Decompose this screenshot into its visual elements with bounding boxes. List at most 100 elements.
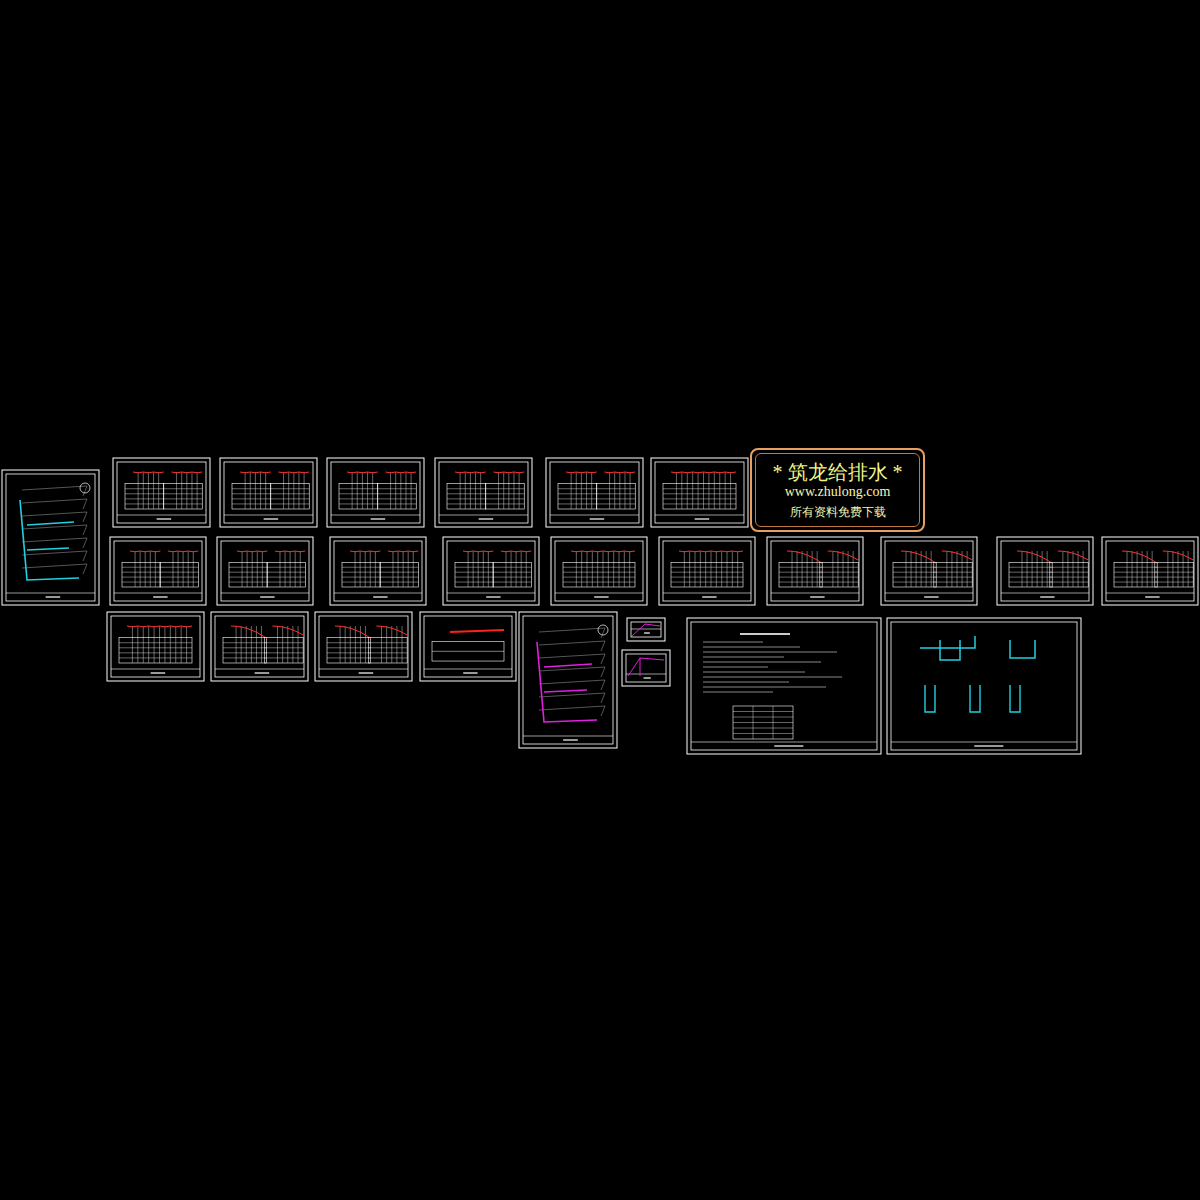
profile-table: [339, 484, 378, 509]
sheet-line: [597, 551, 598, 587]
ground-line: [275, 551, 305, 553]
sheet-line: [885, 593, 973, 594]
sheet-line: [837, 551, 838, 587]
sheet-line: [186, 626, 187, 663]
sheet-line: [270, 503, 309, 504]
ground-line: [231, 626, 267, 638]
sheet-line: [1155, 567, 1193, 568]
sheet-line: [1114, 567, 1157, 568]
pipe-route: [537, 642, 597, 722]
sheet-line: [596, 493, 635, 494]
sheet-line: [1022, 551, 1023, 587]
sheet-line: [802, 551, 803, 587]
sheet-line: [405, 472, 406, 509]
sheet-border: [551, 537, 647, 605]
profile-table: [934, 562, 972, 587]
sheet-line: [265, 472, 266, 509]
ground-line: [501, 551, 531, 553]
sheet-line: [695, 551, 696, 587]
sheet-border: [767, 537, 863, 605]
sheet-line: [1009, 582, 1052, 583]
title-mark: [373, 596, 387, 598]
sheet-border: [435, 458, 532, 527]
profile-table: [893, 562, 936, 587]
profile-table: [493, 562, 531, 587]
sheet-line: [370, 551, 371, 587]
sheet-line: [365, 551, 366, 587]
profile-table: [558, 484, 597, 509]
sheet-line: [125, 493, 164, 494]
sheet-line: [1183, 551, 1184, 587]
sheet-border: [1102, 537, 1198, 605]
sheet-inner-border: [663, 541, 751, 601]
sheet-line: [1050, 572, 1088, 573]
sheet-line: [304, 472, 305, 509]
sheet-line: [172, 551, 173, 587]
title-mark: [153, 596, 167, 598]
sheet-line: [245, 472, 246, 509]
building-outline: [539, 706, 605, 716]
sheet-line: [727, 551, 728, 587]
profile-table: [122, 562, 160, 587]
building-outline: [539, 693, 605, 703]
sheet-line: [893, 577, 936, 578]
notes-heading: [740, 633, 790, 635]
sheet-inner-border: [6, 474, 95, 601]
sheet-line: [260, 472, 261, 509]
sheet-line: [327, 657, 371, 658]
sheet-line: [287, 626, 288, 663]
sheet-line: [390, 472, 391, 509]
sheet-line: [247, 551, 248, 587]
profile-table: [229, 562, 267, 587]
note-line: [703, 652, 837, 653]
sheet-line: [183, 551, 184, 587]
profile-sheet: [546, 458, 643, 527]
sheet-line: [125, 488, 164, 489]
title-mark: [371, 518, 386, 520]
note-line: [703, 662, 821, 663]
profile-sheet: [767, 537, 863, 605]
profile-table: [380, 562, 418, 587]
sheet-inner-border: [215, 616, 304, 677]
sheet-line: [926, 551, 927, 587]
sheet-inner-border: [891, 622, 1077, 750]
sheet-line: [779, 577, 822, 578]
sheet-line: [455, 567, 493, 568]
sheet-line: [241, 626, 242, 663]
sheet-line: [1050, 582, 1088, 583]
sheet-line: [392, 551, 393, 587]
profile-sheet: [1102, 537, 1198, 605]
title-mark: [590, 518, 605, 520]
sheet-inner-border: [114, 541, 202, 601]
sheet-line: [493, 577, 531, 578]
sheet-border: [107, 612, 204, 681]
sheet-line: [342, 582, 380, 583]
sheet-line: [148, 626, 149, 663]
title-mark: [644, 632, 650, 634]
ground-line: [1163, 551, 1193, 560]
title-mark: [463, 672, 477, 674]
sheet-line: [483, 551, 484, 587]
sheet-line: [455, 572, 493, 573]
sheet-line: [340, 626, 341, 663]
profile-table: [232, 484, 271, 509]
sheet-line: [178, 551, 179, 587]
sheet-line: [229, 572, 267, 573]
profile-sheet: [997, 537, 1093, 605]
sheet-line: [586, 472, 587, 509]
sheet-inner-border: [111, 616, 200, 677]
sheet-border: [420, 612, 516, 681]
detail-symbol: [920, 636, 975, 660]
building-outline: [22, 564, 87, 574]
sheet-line: [698, 472, 699, 509]
sheet-line: [160, 572, 198, 573]
note-line: [703, 647, 800, 648]
sheet-line: [911, 551, 912, 587]
sheet-line: [290, 551, 291, 587]
sheet-border: [217, 537, 313, 605]
sheet-line: [558, 493, 597, 494]
sheet-line: [163, 488, 202, 489]
sheet-line: [1001, 593, 1089, 594]
